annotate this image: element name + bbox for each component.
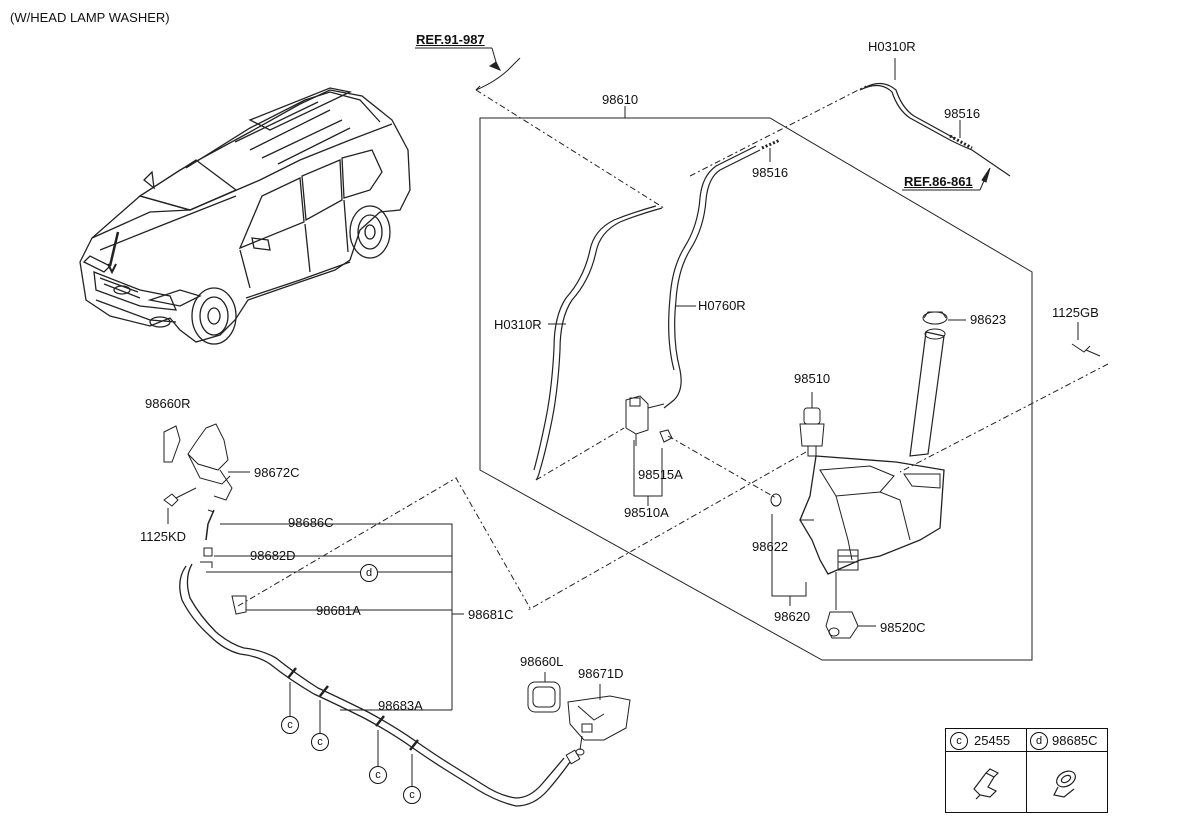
pump-98510a: [625, 395, 777, 506]
leaders-misc: [228, 471, 531, 609]
part-label-98660r: 98660R: [145, 396, 191, 411]
nozzle-left-98671d: [527, 672, 631, 756]
washer-hose-98683a: [179, 563, 581, 807]
part-label-98510a: 98510A: [624, 505, 669, 520]
legend-divider: [1026, 729, 1027, 812]
legend-symbol-d: d: [1030, 732, 1048, 750]
callout-c-2: c: [311, 733, 329, 751]
washer-hoses-upper: [533, 58, 1011, 481]
legend-symbol-c: c: [950, 732, 968, 750]
ref-label-91-987[interactable]: REF.91-987: [416, 32, 485, 47]
part-label-98686c: 98686C: [288, 515, 334, 530]
ref-label-86-861[interactable]: REF.86-861: [904, 174, 973, 189]
washer-tank-98620: [770, 311, 966, 639]
assembly-frame-98610: [479, 106, 1033, 661]
part-label-98622: 98622: [752, 539, 789, 554]
callout-d: d: [360, 564, 378, 582]
clip-98685c-icon: [1053, 770, 1076, 798]
part-label-98520c: 98520C: [880, 620, 926, 635]
diagram-title: (W/HEAD LAMP WASHER): [10, 10, 170, 25]
nozzle-right-98672c: [163, 423, 248, 615]
part-label-98681a: 98681A: [316, 603, 361, 618]
part-label-98672c: 98672C: [254, 465, 300, 480]
callout-c-1: c: [281, 716, 299, 734]
part-label-98516-right: 98516: [944, 106, 981, 121]
part-label-98660l: 98660L: [520, 654, 564, 669]
part-label-98620: 98620: [774, 609, 811, 624]
ref-lines: [415, 47, 665, 209]
part-label-98681c: 98681C: [468, 607, 514, 622]
callout-c-3: c: [369, 766, 387, 784]
vehicle-illustration: [79, 87, 411, 345]
part-label-h0310r-top: H0310R: [868, 39, 916, 54]
clip-25455-icon: [973, 768, 1000, 800]
part-label-98516-mid: 98516: [752, 165, 789, 180]
part-label-98683a: 98683A: [378, 698, 423, 713]
part-label-98510: 98510: [794, 371, 831, 386]
pump-98510: [527, 392, 825, 611]
bracket-98681c: [206, 523, 464, 711]
parts-legend-table: c 25455 d 98685C: [945, 728, 1108, 813]
legend-part-25455: 25455: [974, 733, 1011, 748]
part-label-98515a: 98515A: [638, 467, 683, 482]
part-label-1125gb: 1125GB: [1052, 305, 1099, 320]
part-label-h0310r-left: H0310R: [494, 317, 542, 332]
part-label-1125kd: 1125KD: [140, 529, 187, 544]
part-label-98623: 98623: [970, 312, 1007, 327]
callout-c-4: c: [403, 786, 421, 804]
legend-part-98685c: 98685C: [1052, 733, 1098, 748]
part-label-98682d: 98682D: [250, 548, 296, 563]
bolt-1125gb: [899, 322, 1109, 473]
part-label-h0760r: H0760R: [698, 298, 746, 313]
part-label-98610: 98610: [602, 92, 639, 107]
part-label-98671d: 98671D: [578, 666, 624, 681]
